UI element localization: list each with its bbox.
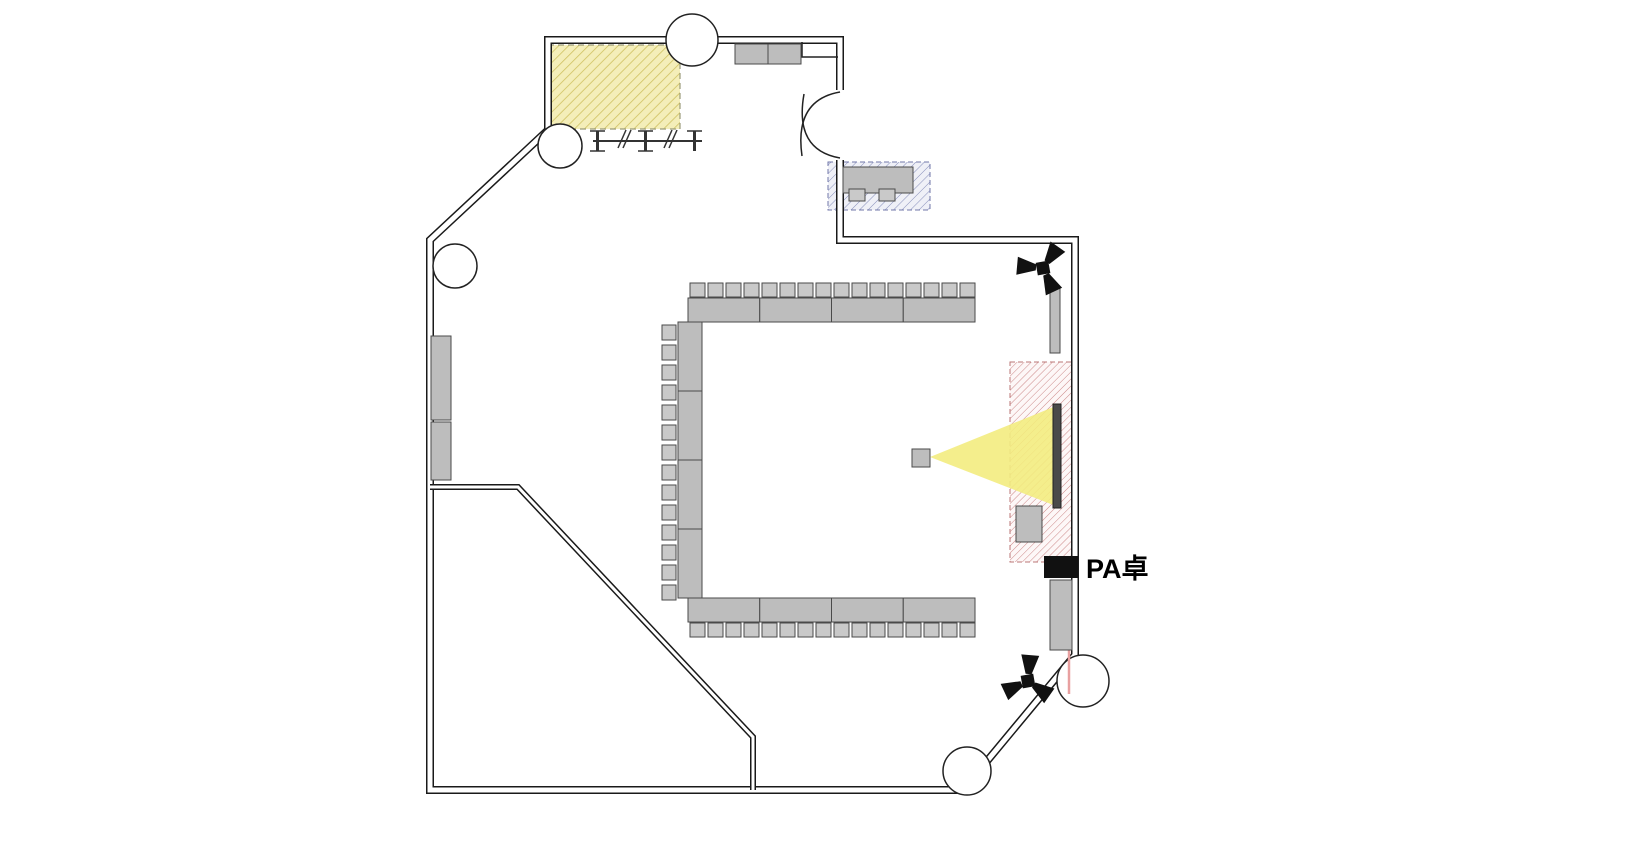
- chair: [959, 282, 976, 298]
- chair: [661, 524, 677, 541]
- table-segment: [759, 597, 832, 623]
- speaker-icon: [1016, 241, 1066, 296]
- chair: [923, 282, 940, 298]
- u-table: [677, 297, 976, 623]
- chair: [815, 622, 832, 638]
- chair: [761, 622, 778, 638]
- chair: [661, 324, 677, 341]
- table-segment: [677, 390, 703, 461]
- chair: [743, 282, 760, 298]
- chair: [959, 622, 976, 638]
- chair: [848, 188, 866, 202]
- chair: [887, 282, 904, 298]
- wall-cabinets: [430, 335, 452, 481]
- partition-wall: [430, 484, 756, 790]
- table-segment: [759, 297, 832, 323]
- table-segment: [831, 597, 904, 623]
- chair: [941, 622, 958, 638]
- table-segment: [902, 297, 976, 323]
- chair: [851, 282, 868, 298]
- pa-desk-label: PA卓: [1086, 554, 1149, 584]
- pa-table: [1049, 579, 1073, 651]
- chair: [661, 424, 677, 441]
- chair: [661, 344, 677, 361]
- chair: [661, 444, 677, 461]
- outer-walls: [426, 36, 1079, 794]
- chair: [661, 384, 677, 401]
- chair: [661, 464, 677, 481]
- counter: [734, 43, 802, 65]
- chair: [743, 622, 760, 638]
- door-swing-icon: [800, 42, 841, 159]
- chair: [689, 622, 706, 638]
- chair: [661, 544, 677, 561]
- column-icon: [537, 123, 583, 169]
- chair: [815, 282, 832, 298]
- chair: [707, 622, 724, 638]
- chair: [869, 282, 886, 298]
- chair: [833, 282, 850, 298]
- chair: [905, 622, 922, 638]
- column-icon: [432, 243, 478, 289]
- chair: [797, 282, 814, 298]
- table-segment: [677, 528, 703, 599]
- columns: [432, 13, 1110, 796]
- chair: [869, 622, 886, 638]
- column-icon: [1056, 654, 1110, 708]
- chair: [661, 484, 677, 501]
- table-segment: [687, 297, 761, 323]
- column-icon: [942, 746, 992, 796]
- speakers: [1000, 241, 1066, 704]
- chair: [661, 504, 677, 521]
- pa-desk-icon: [1044, 556, 1078, 578]
- chair: [905, 282, 922, 298]
- table-segment: [677, 459, 703, 530]
- chair: [689, 282, 706, 298]
- table-segment: [687, 597, 761, 623]
- chair: [779, 282, 796, 298]
- table-segment: [831, 297, 904, 323]
- chair: [661, 564, 677, 581]
- table-segment: [677, 321, 703, 392]
- chair: [725, 282, 742, 298]
- chair: [923, 622, 940, 638]
- projection-cone: [930, 406, 1056, 506]
- chair: [661, 364, 677, 381]
- equipment-rack: [1049, 286, 1061, 354]
- coat-rack-icon: [590, 129, 702, 152]
- chair: [661, 404, 677, 421]
- chair: [887, 622, 904, 638]
- screen-icon: [1052, 403, 1062, 509]
- chair: [661, 584, 677, 601]
- storage-zone: [547, 44, 681, 130]
- chair: [833, 622, 850, 638]
- column-icon: [665, 13, 719, 67]
- chair: [761, 282, 778, 298]
- chair: [725, 622, 742, 638]
- speaker-icon: [1000, 654, 1055, 704]
- projector-icon: [911, 448, 931, 468]
- equipment-box: [1015, 505, 1043, 543]
- chair: [707, 282, 724, 298]
- u-table-chairs: [661, 282, 976, 638]
- chair: [797, 622, 814, 638]
- chair: [779, 622, 796, 638]
- table-segment: [902, 597, 976, 623]
- chair: [851, 622, 868, 638]
- chair: [878, 188, 896, 202]
- reception-table: [842, 166, 914, 202]
- chair: [941, 282, 958, 298]
